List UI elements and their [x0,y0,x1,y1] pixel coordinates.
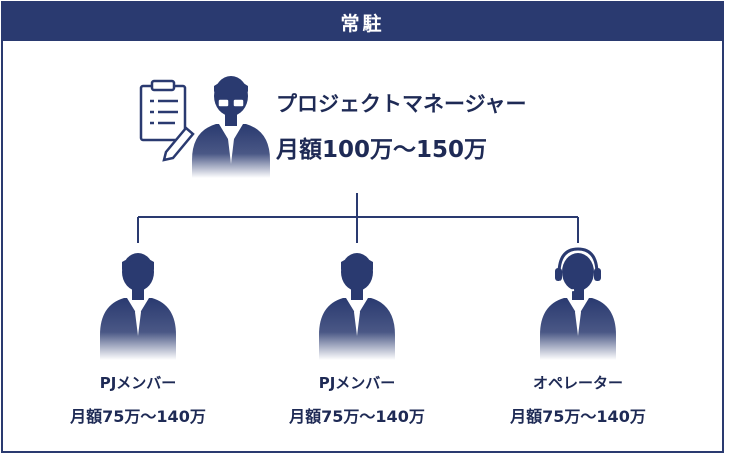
header-title: 常駐 [340,12,385,35]
manager-person-icon [192,76,270,178]
member-person-icon-1 [100,253,176,360]
manager-price: 月額100万～150万 [276,137,488,163]
header-bar: 常駐 [3,3,722,41]
org-connector-lines [137,193,579,243]
member-headset-person-icon-3 [540,247,616,360]
member-title-3: オペレーター [532,374,623,392]
manager-title: プロジェクトマネージャー [276,92,527,116]
member-title-1: PJメンバー [99,374,177,392]
member-price-2: 月額75万～140万 [289,407,425,426]
clipboard-icon [139,79,195,162]
member-title-2: PJメンバー [318,374,396,392]
member-price-1: 月額75万～140万 [70,407,206,426]
role-frame: 常駐 [1,1,724,453]
member-person-icon-2 [319,253,395,360]
member-price-3: 月額75万～140万 [510,407,646,426]
